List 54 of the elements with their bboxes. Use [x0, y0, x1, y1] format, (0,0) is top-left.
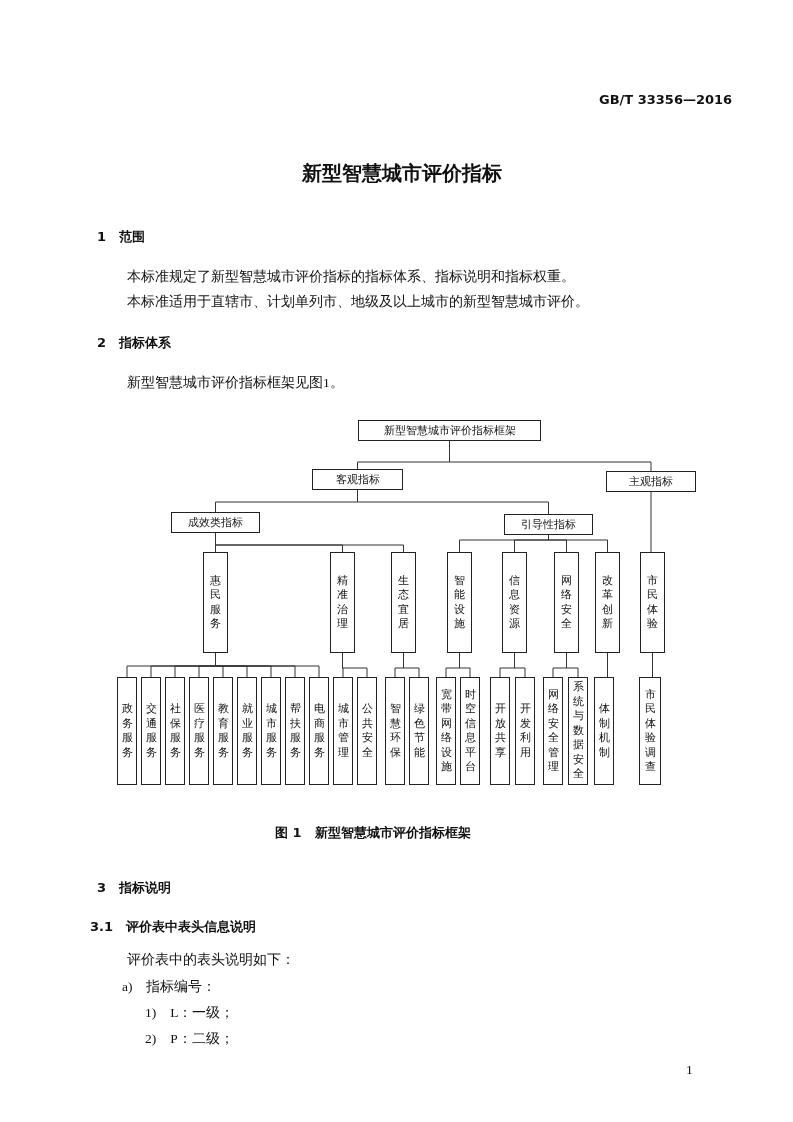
indicator-box: 新型智慧城市评价指标框架: [358, 420, 541, 441]
list-item: 1) L：一级；: [145, 1004, 235, 1022]
indicator-box: 主观指标: [606, 471, 696, 492]
paragraph: 新型智慧城市评价指标框架见图1。: [127, 374, 344, 392]
list-item: a) 指标编号：: [122, 978, 217, 996]
paragraph: 本标准适用于直辖市、计划单列市、地级及以上城市的新型智慧城市评价。: [127, 293, 589, 311]
connector-line: [215, 532, 404, 553]
indicator-column-box: 城市管理: [333, 677, 353, 785]
page-number: 1: [686, 1062, 693, 1078]
indicator-column-box: 生态宜居: [391, 552, 416, 653]
indicator-column-box: 绿色节能: [409, 677, 429, 785]
indicator-column-box: 政务服务: [117, 677, 137, 785]
indicator-column-box: 教育服务: [213, 677, 233, 785]
indicator-column-box: 宽带网络设施: [436, 677, 456, 785]
indicator-column-box: 公共安全: [357, 677, 377, 785]
indicator-column-box: 惠民服务: [203, 552, 228, 653]
indicator-column-box: 医疗服务: [189, 677, 209, 785]
indicator-box: 成效类指标: [171, 512, 260, 533]
paragraph: 评价表中的表头说明如下：: [127, 951, 295, 969]
indicator-column-box: 开放共享: [490, 677, 510, 785]
indicator-column-box: 信息资源: [502, 552, 527, 653]
indicator-column-box: 智慧环保: [385, 677, 405, 785]
indicator-column-box: 帮扶服务: [285, 677, 305, 785]
connector-line: [215, 652, 320, 678]
indicator-column-box: 城市服务: [261, 677, 281, 785]
indicator-column-box: 改革创新: [595, 552, 620, 653]
page-title: 新型智慧城市评价指标: [302, 160, 502, 187]
indicator-column-box: 就业服务: [237, 677, 257, 785]
indicator-column-box: 市民体验调查: [639, 677, 661, 785]
indicator-column-box: 时空信息平台: [460, 677, 480, 785]
indicator-column-box: 智能设施: [447, 552, 472, 653]
indicator-column-box: 开发利用: [515, 677, 535, 785]
connector-line: [650, 491, 652, 553]
section-heading: 1 范围: [97, 228, 146, 246]
connector-line: [652, 652, 653, 678]
header-code: GB/T 33356—2016: [599, 92, 733, 107]
indicator-column-box: 社保服务: [165, 677, 185, 785]
section-heading: 2 指标体系: [97, 334, 172, 352]
section-heading: 3 指标说明: [97, 879, 172, 897]
indicator-box: 客观指标: [312, 469, 403, 490]
indicator-column-box: 系统与数据安全: [568, 677, 588, 785]
list-item: 2) P：二级；: [145, 1030, 234, 1048]
paragraph: 本标准规定了新型智慧城市评价指标的指标体系、指标说明和指标权重。: [127, 268, 575, 286]
indicator-column-box: 市民体验: [640, 552, 665, 653]
connector-line: [607, 652, 608, 678]
indicator-box: 引导性指标: [504, 514, 593, 535]
indicator-column-box: 网络安全: [554, 552, 579, 653]
indicator-column-box: 交通服务: [141, 677, 161, 785]
indicator-column-box: 电商服务: [309, 677, 329, 785]
indicator-column-box: 体制机制: [594, 677, 614, 785]
figure-caption: 图 1 新型智慧城市评价指标框架: [275, 824, 471, 842]
indicator-column-box: 网络安全管理: [543, 677, 563, 785]
section-heading: 3.1 评价表中表头信息说明: [90, 918, 257, 936]
indicator-column-box: 精准治理: [330, 552, 355, 653]
